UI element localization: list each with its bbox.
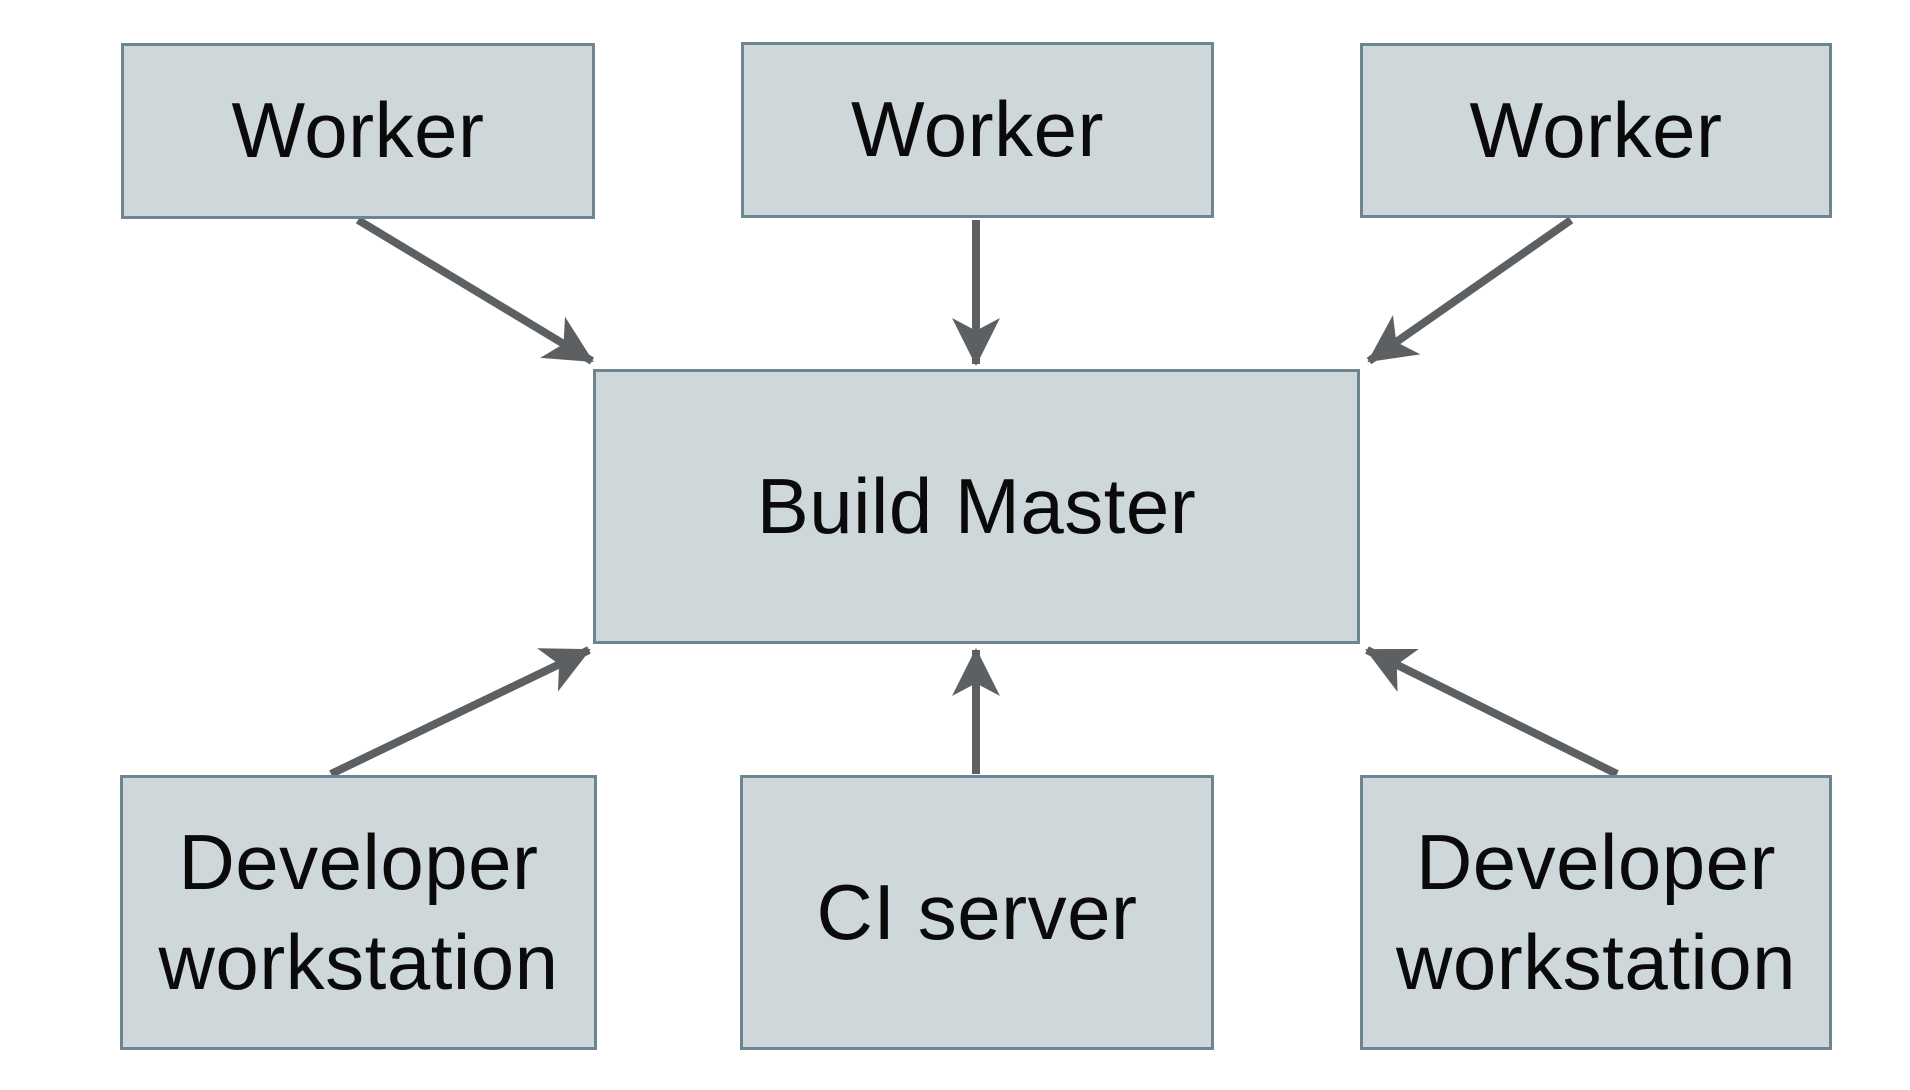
node-ci-server: CI server	[740, 775, 1214, 1050]
node-developer-workstation-1-label: Developer workstation	[158, 818, 559, 1006]
node-build-master: Build Master	[593, 369, 1360, 644]
node-ci-server-label: CI server	[816, 867, 1138, 956]
node-worker-3-label: Worker	[1469, 85, 1723, 174]
node-developer-workstation-2-label: Developer workstation	[1396, 818, 1796, 1006]
edge-worker1-to-buildmaster	[355, 216, 595, 365]
node-developer-workstation-2: Developer workstation	[1360, 775, 1832, 1050]
node-developer-workstation-1: Developer workstation	[120, 775, 597, 1050]
node-build-master-label: Build Master	[756, 461, 1197, 550]
edge-devws2-to-buildmaster	[1365, 646, 1619, 778]
node-worker-1-label: Worker	[231, 86, 485, 175]
edge-worker3-to-buildmaster	[1366, 216, 1574, 365]
edge-devws1-to-buildmaster	[329, 646, 591, 778]
node-worker-2-label: Worker	[851, 85, 1104, 174]
node-worker-2: Worker	[741, 42, 1214, 218]
node-worker-3: Worker	[1360, 43, 1832, 218]
node-worker-1: Worker	[121, 43, 595, 219]
